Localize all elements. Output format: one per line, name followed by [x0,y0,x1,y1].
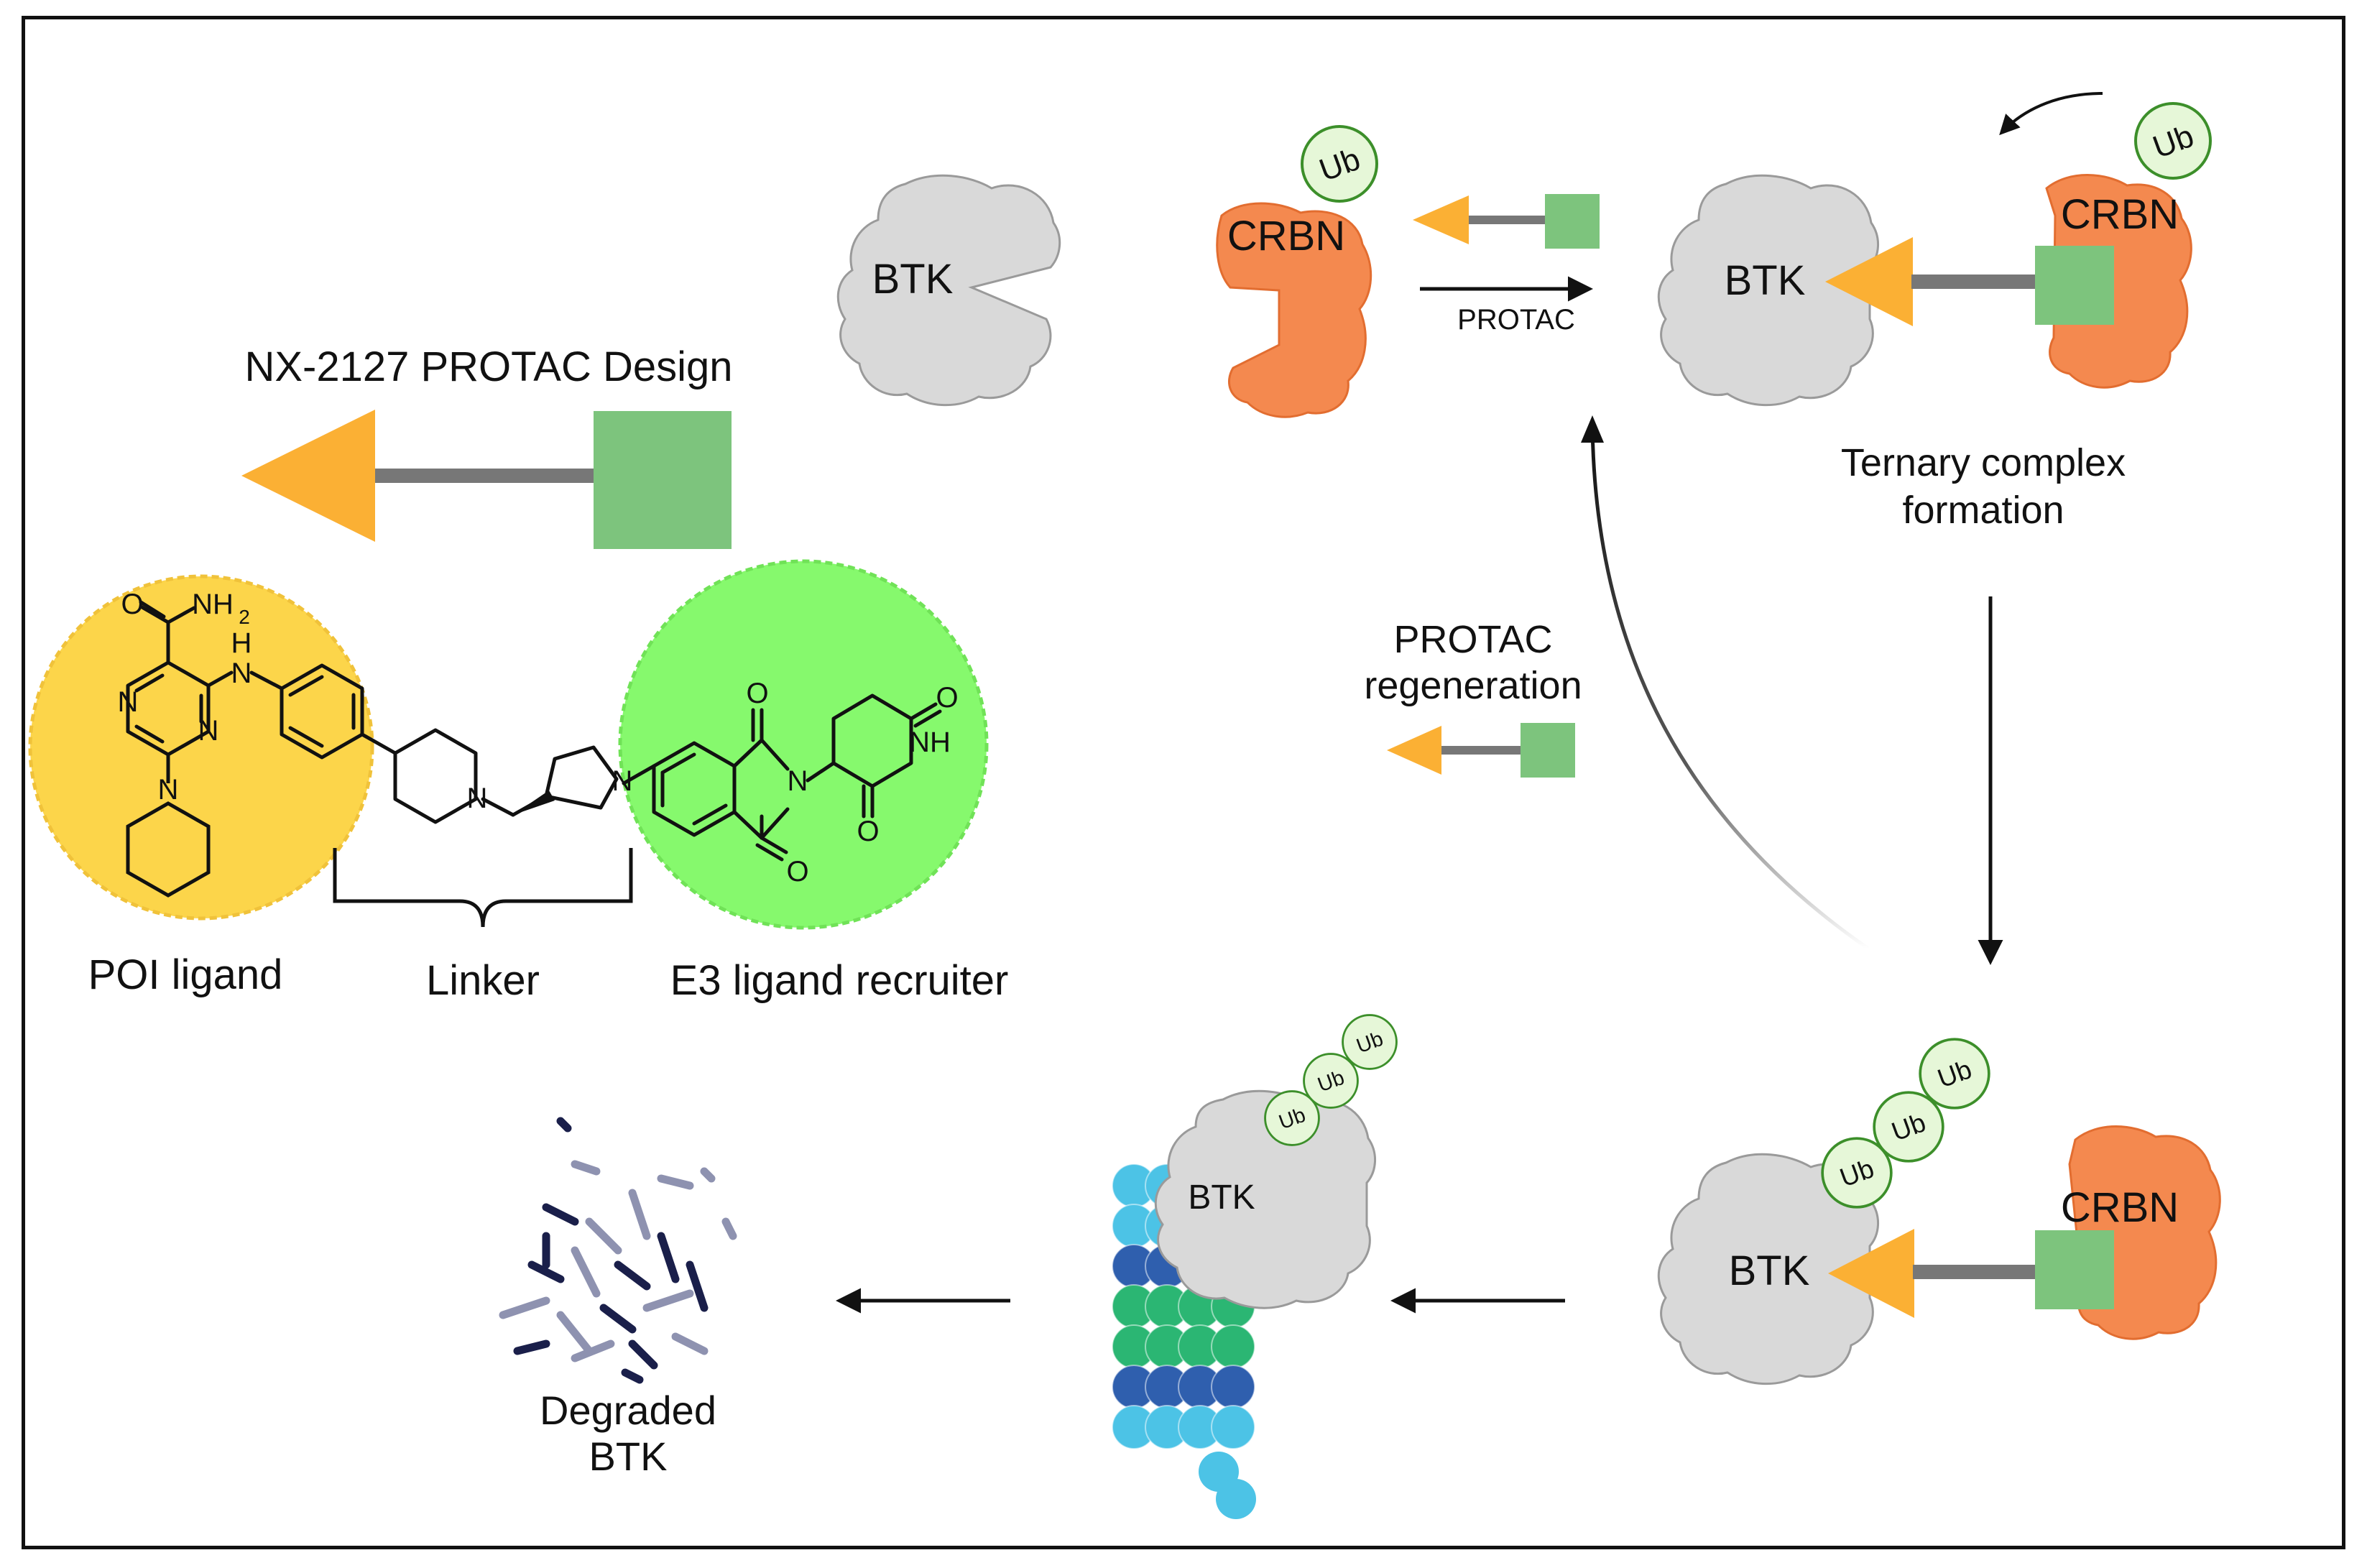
piperidine-ring [393,728,478,824]
protein-fragment [628,1189,651,1240]
atom-imide-o1: O [746,678,768,709]
protein-fragment [542,1203,579,1226]
btk-label-free: BTK [872,256,954,303]
ternary-label-line2: formation [1902,489,2064,532]
regeneration-arrowhead [1581,415,1604,443]
protein-fragment [571,1339,615,1362]
ternary-complex-top: BTK CRBN [1657,174,2192,407]
protein-fragment [721,1217,737,1240]
protein-fragment [621,1368,644,1384]
pyrazine-piperidine [126,755,211,898]
atom-labels: O NH 2 H N N N N N N O O N O O NH [118,589,959,887]
stereo-wedge [513,790,555,815]
protein-fragment [571,1246,601,1298]
protein-fragment [556,1117,572,1133]
atom-nh2: NH [192,589,234,620]
protac-small-top [1413,194,1600,249]
btk-free: BTK [836,174,1061,407]
ub-transfer-arrow [1999,92,2103,136]
atom-nh2-sub: 2 [239,606,250,628]
atom-pip-n: N [158,774,179,806]
protein-fragment [700,1167,716,1183]
protac-small-regen [1387,723,1575,778]
atom-amide-o: O [121,589,143,620]
atom-pyrazine-n1: N [118,686,139,718]
atom-pyrazine-n2: N [198,715,219,747]
crbn-label-free: CRBN [1227,213,1345,259]
ternary-complex-ub: BTK CRBN [1657,1125,2221,1385]
atom-amine-n: N [231,658,252,689]
degraded-label-line2: BTK [589,1434,668,1479]
ub-free: Ub [1301,125,1378,203]
regen-label-line2: regeneration [1364,664,1582,707]
pyrrolidine-ring [544,745,619,810]
protac-arrow-label: PROTAC [1457,304,1575,336]
e3-ligand-circle [618,559,989,930]
btk-label-ternary: BTK [1725,257,1806,304]
degraded-fragments [499,1117,737,1384]
proteasome-subunit [1211,1324,1255,1369]
protein-fragment [499,1296,550,1319]
linker-brace [333,848,633,928]
protein-fragment [599,1304,637,1334]
design-title: NX-2127 PROTAC Design [244,343,732,390]
protein-fragment [657,1174,694,1190]
protein-fragment [642,1289,694,1312]
ub-chain-proteasome: Ub Ub Ub [1264,1014,1398,1146]
protac-schematic-large [241,410,732,549]
regeneration-arrow [1590,425,1870,951]
protein-fragment [614,1260,651,1291]
atom-glutarimide-o2: O [857,816,879,847]
ternary-label-line1: Ternary complex [1841,441,2126,484]
btk-label-ub: BTK [1729,1248,1810,1294]
protein-fragment [657,1232,680,1283]
ub-ternary: Ub [2134,102,2212,180]
atom-piperidine-n: N [467,783,488,814]
btk-label-proteasome: BTK [1188,1179,1255,1217]
figure-frame [22,16,2345,1549]
protein-fragment [513,1339,550,1355]
e3-ligand-square [594,411,732,549]
degraded-label-line1: Degraded [540,1388,716,1433]
poi-ligand-label: POI ligand [88,951,283,998]
proteasome-subunit [1216,1479,1256,1519]
atom-glutarimide-o1: O [936,682,958,714]
protein-fragment [585,1217,622,1255]
protein-fragment [556,1311,594,1355]
atom-pyrrolidine-n: N [612,765,633,797]
proteasome-subunit [1211,1365,1255,1409]
atom-glutarimide-nh: NH [909,727,951,758]
crbn-label-ub: CRBN [2061,1184,2179,1231]
btk-on-proteasome: BTK [1154,1089,1377,1309]
ub-chain-complex: Ub Ub Ub [1821,1038,1990,1209]
atom-amine-h: H [231,627,252,659]
poi-ligand-triangle [241,410,375,542]
protein-fragment [628,1339,658,1370]
protein-fragment [671,1332,709,1355]
protein-fragment [686,1260,709,1312]
protein-fragment [571,1160,601,1176]
proteasome-subunit [1211,1405,1255,1449]
e3-recruiter-label: E3 ligand recruiter [670,957,1009,1004]
crbn-label-ternary: CRBN [2061,191,2179,238]
linker-bar [375,469,598,483]
poi-ligand-circle [28,574,374,921]
atom-imide-o2: O [786,856,808,887]
protein-fragment [527,1260,565,1283]
atom-imide-n: N [788,765,808,797]
crbn-free: CRBN [1216,202,1372,418]
regen-label-line1: PROTAC [1393,618,1552,661]
linker-label: Linker [426,957,540,1004]
